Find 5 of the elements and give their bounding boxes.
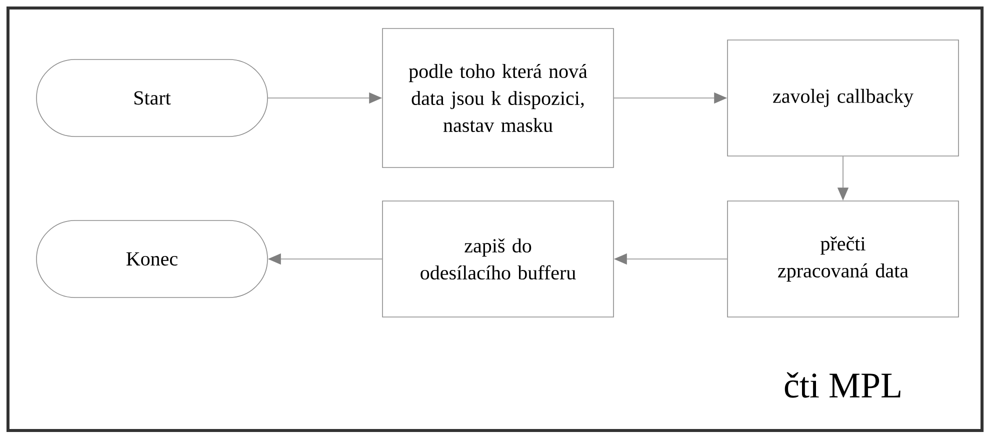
- process-box: přečti zpracovaná data: [727, 200, 959, 318]
- process-box: zavolej callbacky: [727, 40, 959, 156]
- process-box: zapiš do odesílacího bufferu: [382, 200, 614, 318]
- frame-title: čti MPL: [784, 372, 900, 398]
- process-box: podle toho která nová data jsou k dispozici, nastav masku: [382, 28, 614, 168]
